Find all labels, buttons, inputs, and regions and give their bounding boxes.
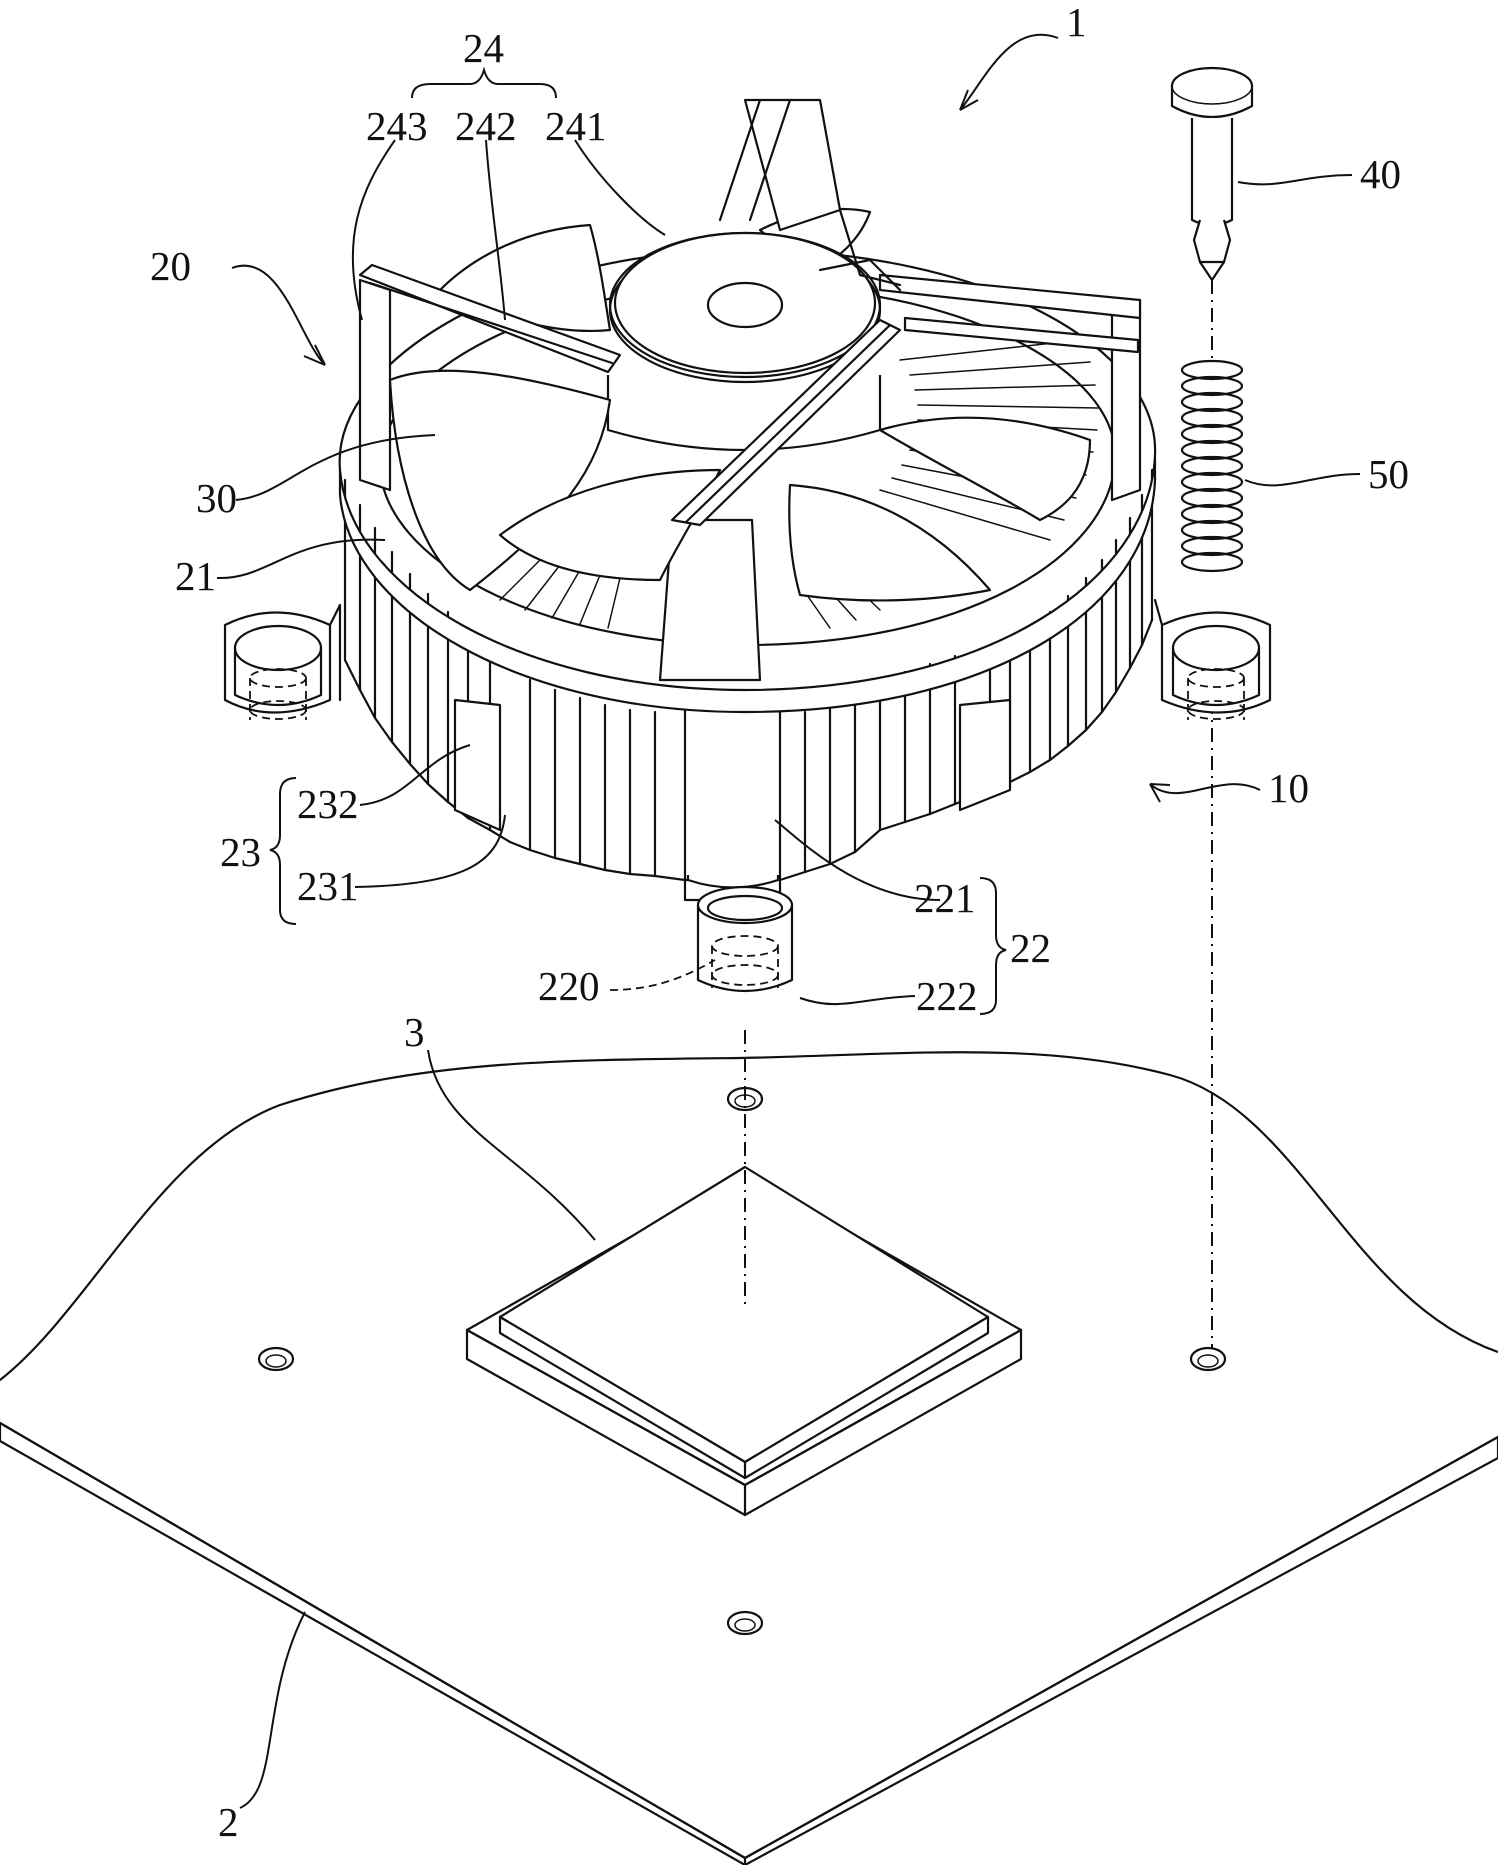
- mount-ear-right: [1155, 600, 1270, 720]
- label-23: 23: [220, 829, 261, 875]
- label-221: 221: [914, 875, 976, 921]
- mount-ear-left: [225, 605, 340, 720]
- label-243: 243: [366, 103, 428, 149]
- label-222: 222: [916, 973, 978, 1019]
- push-pin-40: [1172, 68, 1252, 280]
- label-220: 220: [538, 963, 600, 1009]
- spring-50: [1182, 361, 1242, 571]
- label-20: 20: [150, 243, 191, 289]
- label-30: 30: [196, 475, 237, 521]
- heatsink-base-221: [685, 700, 780, 900]
- label-40: 40: [1360, 151, 1401, 197]
- label-1: 1: [1066, 0, 1087, 45]
- label-242: 242: [455, 103, 517, 149]
- base-cylinder-222: [698, 887, 792, 991]
- label-241: 241: [545, 103, 607, 149]
- label-22: 22: [1010, 925, 1051, 971]
- label-2: 2: [218, 1799, 239, 1845]
- label-231: 231: [297, 863, 359, 909]
- label-10: 10: [1268, 765, 1309, 811]
- label-50: 50: [1368, 451, 1409, 497]
- label-21: 21: [175, 553, 216, 599]
- label-232: 232: [297, 781, 359, 827]
- label-24: 24: [463, 25, 504, 71]
- label-3: 3: [404, 1009, 425, 1055]
